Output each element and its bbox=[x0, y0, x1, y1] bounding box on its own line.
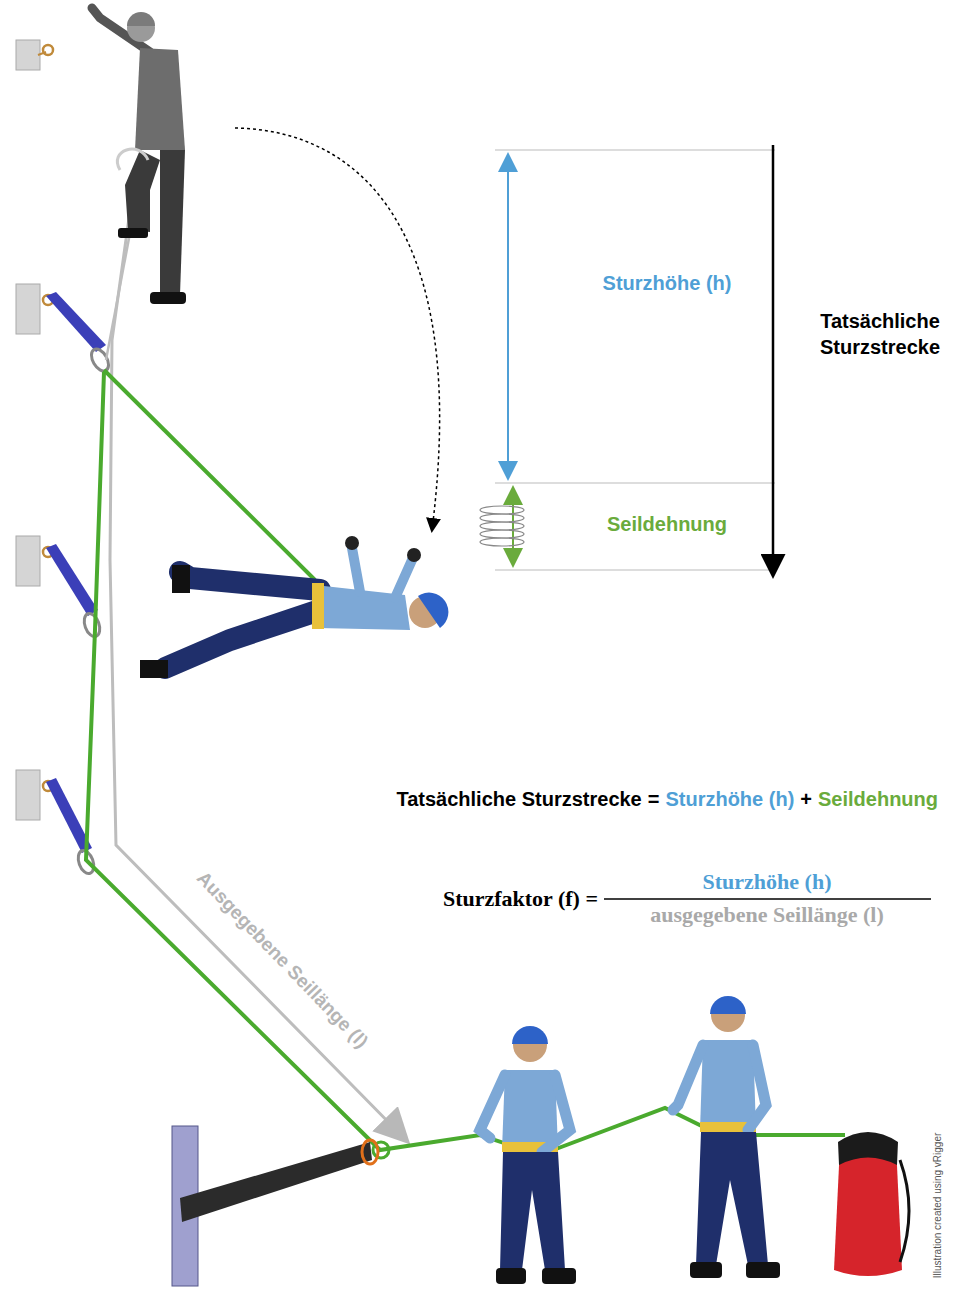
fraction-denominator: ausgegebene Seillänge (l) bbox=[650, 902, 883, 928]
belayer bbox=[673, 996, 780, 1278]
paid-out-rope-arrow bbox=[110, 175, 404, 1138]
formula-term: Sturzfaktor (f) = bbox=[443, 886, 598, 912]
formula-row: Tatsächliche Sturzstrecke =Sturzhöhe (h) +… bbox=[396, 788, 938, 811]
climber-top bbox=[92, 8, 186, 304]
fraction-numerator: Sturzhöhe (h) bbox=[703, 869, 832, 895]
watermark: Illustration created using vRigger bbox=[932, 1132, 943, 1278]
fall-arc bbox=[235, 128, 440, 530]
green-rope bbox=[104, 370, 315, 580]
fraction-bar bbox=[604, 898, 931, 900]
rope-bag bbox=[834, 1132, 909, 1276]
formula-term: Seildehnung bbox=[818, 788, 938, 811]
formula-term: = bbox=[648, 788, 660, 811]
dimension-label: Tatsächliche Sturzstrecke bbox=[805, 308, 955, 360]
formula-term: + bbox=[800, 788, 812, 811]
rope-length-label: Ausgegebene Seillänge (l) bbox=[192, 867, 372, 1052]
formula-term: Tatsächliche Sturzstrecke bbox=[396, 788, 641, 811]
belayer bbox=[480, 1026, 576, 1284]
dimension-lines bbox=[480, 145, 775, 574]
green-rope bbox=[86, 372, 845, 1155]
dimension-label: Sturzhöhe (h) bbox=[603, 272, 732, 295]
dimension-label: Seildehnung bbox=[607, 513, 727, 536]
anchor-sling bbox=[180, 1142, 372, 1222]
climber-fallen bbox=[140, 536, 448, 678]
formula-term: Sturzhöhe (h) bbox=[665, 788, 794, 811]
anchor-plates bbox=[16, 40, 53, 820]
